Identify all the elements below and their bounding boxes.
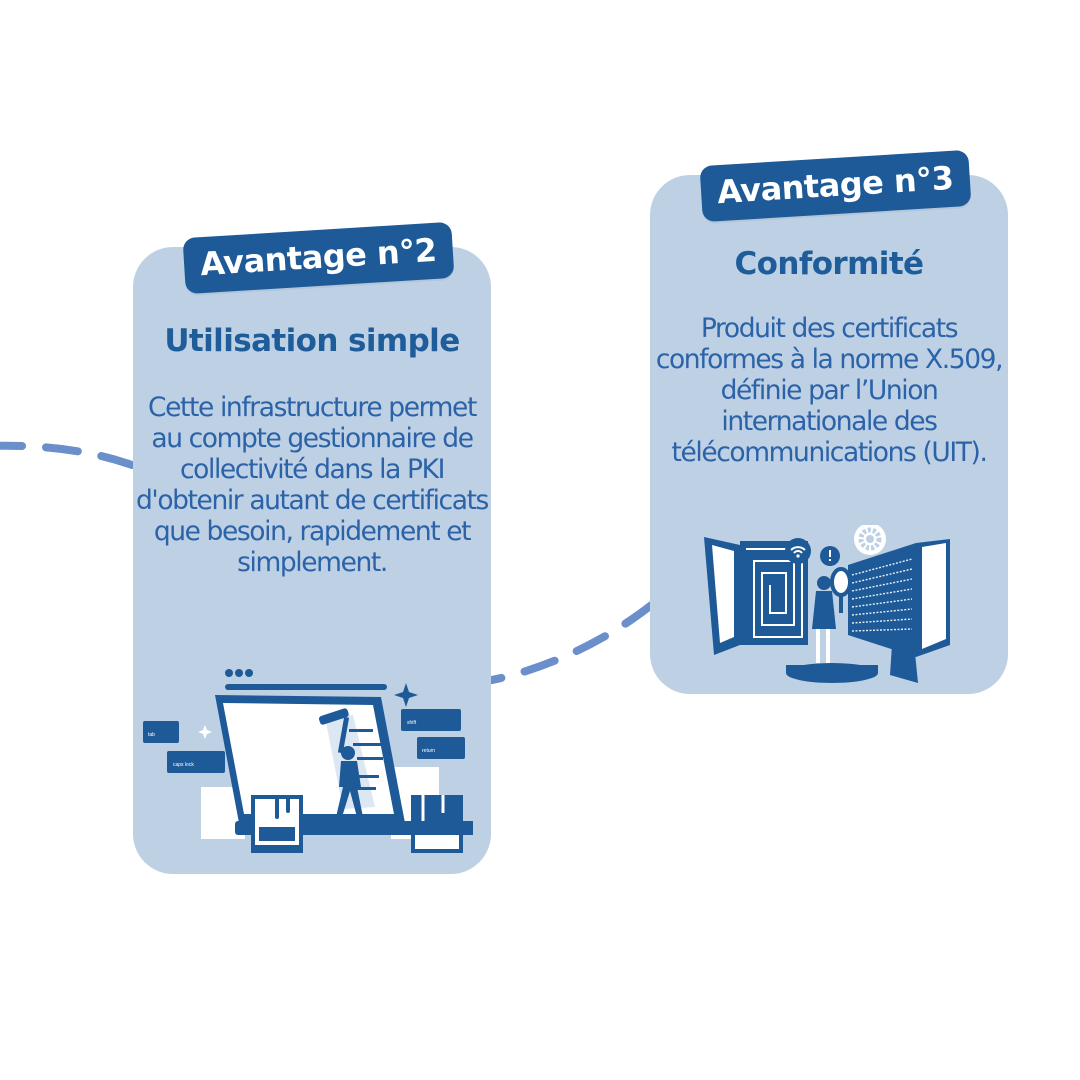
key-return: return xyxy=(422,748,435,754)
painter-on-monitor-illustration: tab caps lock shift return xyxy=(143,669,473,853)
card-title: Conformité xyxy=(734,246,925,282)
key-shift: shift xyxy=(407,720,417,726)
advantage-card-2: Utilisation simple Cette infrastructure … xyxy=(133,247,491,874)
key-tab: tab xyxy=(148,732,155,738)
card-description: Produit des certificats conformes à la n… xyxy=(655,313,1004,468)
key-caps-lock: caps lock xyxy=(173,762,194,768)
card-description: Cette infrastructure permet au compte ge… xyxy=(136,392,489,578)
advantage-card-3: Conformité Produit des certificats confo… xyxy=(650,175,1008,694)
person-maze-screens-illustration xyxy=(704,525,950,683)
card-title: Utilisation simple xyxy=(164,323,460,359)
